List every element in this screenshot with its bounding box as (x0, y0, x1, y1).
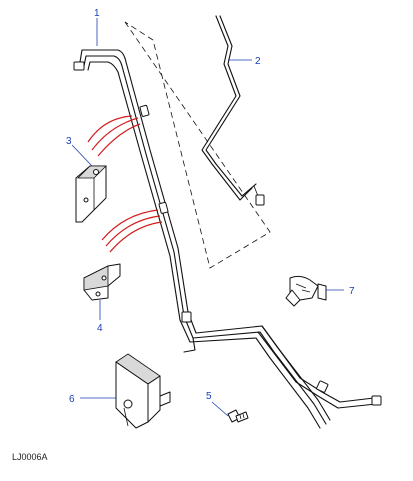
pipe-union-fitting (316, 380, 329, 393)
pipe-end-nut (371, 395, 382, 406)
part-7-clip (285, 275, 327, 307)
diagram-reference-code: LJ0006A (12, 452, 48, 462)
callout-1: 1 (94, 8, 100, 19)
pipe-joint-fitting (139, 104, 150, 117)
callout-7: 7 (349, 286, 355, 297)
callout-leaders (71, 18, 344, 417)
part-5-bolt (227, 409, 249, 423)
part-2-brake-pipe (201, 15, 265, 206)
part-6-mounting-bracket (115, 353, 171, 429)
clip-location-indicators (87, 115, 163, 253)
callout-2: 2 (255, 56, 261, 67)
pipe-nut-fitting (73, 61, 85, 71)
pipe-nut-fitting (255, 194, 265, 206)
part-3-bracket (75, 165, 107, 223)
callout-5: 5 (206, 391, 212, 402)
pipe-joint-fitting (181, 311, 192, 323)
part-4-bracket (83, 263, 121, 301)
callout-6: 6 (69, 394, 75, 405)
pipe-joint-fitting (158, 201, 169, 214)
callout-4: 4 (97, 323, 103, 334)
callout-3: 3 (66, 136, 72, 147)
part-1-brake-pipe-assembly (73, 49, 382, 429)
assembly-outline-dashed (124, 21, 271, 269)
